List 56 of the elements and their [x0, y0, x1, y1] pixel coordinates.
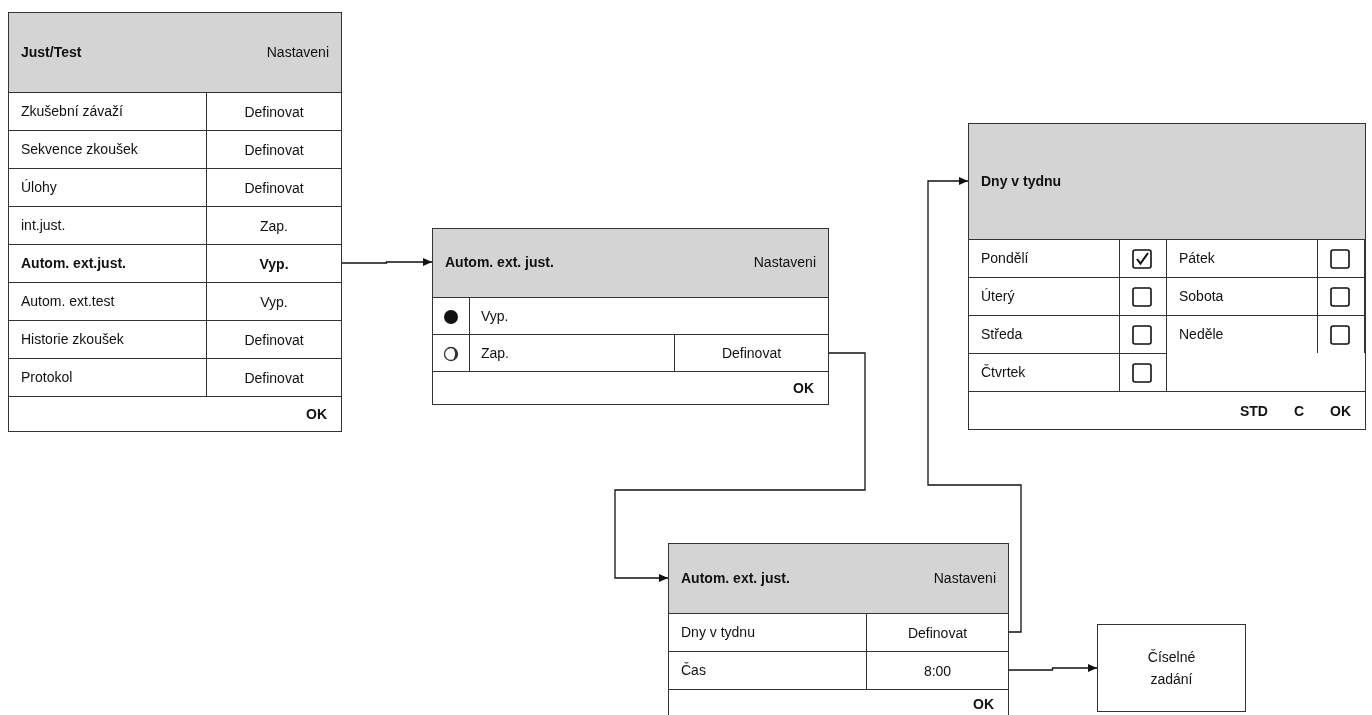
- softkey-label: OK: [306, 406, 327, 422]
- arrow: [1007, 664, 1098, 672]
- menu-label: Zkušební závaží: [21, 103, 123, 119]
- menu-label: Historie zkoušek: [21, 331, 124, 347]
- menu-label: Protokol: [21, 369, 73, 385]
- softkey-label: OK: [1330, 402, 1351, 419]
- menu-row: [669, 651, 1008, 689]
- menu-label: Pátek: [1179, 250, 1215, 266]
- menu-row: [9, 168, 341, 206]
- menu-label: Středa: [981, 326, 1023, 342]
- screen-title: Just/Test: [21, 43, 82, 60]
- arrow: [927, 177, 1022, 633]
- menu-label: Dny v tydnu: [681, 624, 755, 640]
- screen-panel: [668, 543, 1009, 715]
- arrow: [340, 258, 433, 266]
- menu-label: Čas: [681, 662, 706, 678]
- menu-label: int.just.: [21, 217, 66, 233]
- softkey-label: C: [1293, 402, 1304, 419]
- screen-subtitle: Nastaveni: [933, 569, 996, 586]
- arrow: [614, 352, 866, 582]
- input-label: Číselné zadání: [1146, 648, 1197, 689]
- softkey-label: STD: [1239, 402, 1268, 419]
- menu-row: [9, 282, 341, 320]
- menu-row: [9, 320, 341, 358]
- menu-label: Neděle: [1179, 326, 1224, 342]
- screen-subtitle: Nastaveni: [266, 43, 329, 60]
- menu-label: Pondělí: [981, 250, 1029, 266]
- screen-panel: [432, 228, 829, 405]
- menu-label: Sobota: [1179, 288, 1224, 304]
- menu-label: Vyp.: [481, 307, 509, 324]
- screen-title: Dny v tydnu: [981, 172, 1062, 189]
- menu-label: Úlohy: [21, 179, 57, 195]
- screen-box: [1097, 624, 1246, 712]
- menu-label: Autom. ext.test: [21, 293, 115, 309]
- weekday-row: [969, 315, 1167, 353]
- screen-subtitle: Nastaveni: [753, 254, 816, 270]
- screen-panel: [8, 12, 342, 432]
- screen-panel: [968, 123, 1366, 430]
- menu-label: Čtvrtek: [981, 364, 1026, 380]
- screen-title: Autom. ext. just.: [681, 569, 790, 586]
- menu-label: Autom. ext.just.: [21, 255, 126, 271]
- weekday-row: [1167, 315, 1365, 353]
- weekday-row: [1167, 277, 1365, 315]
- softkey-label: OK: [973, 695, 994, 712]
- menu-label: Zap.: [481, 344, 509, 361]
- menu-label: Sekvence zkoušek: [21, 141, 138, 157]
- option-row: [433, 334, 828, 371]
- menu-row: [9, 244, 341, 282]
- softkey-label: OK: [793, 380, 814, 396]
- menu-row: [9, 130, 341, 168]
- weekday-row: [969, 277, 1167, 315]
- menu-row: [9, 358, 341, 396]
- menu-label: Úterý: [981, 288, 1015, 304]
- weekday-row: [969, 353, 1167, 391]
- screen-title: Autom. ext. just.: [445, 254, 554, 270]
- menu-row: [9, 206, 341, 244]
